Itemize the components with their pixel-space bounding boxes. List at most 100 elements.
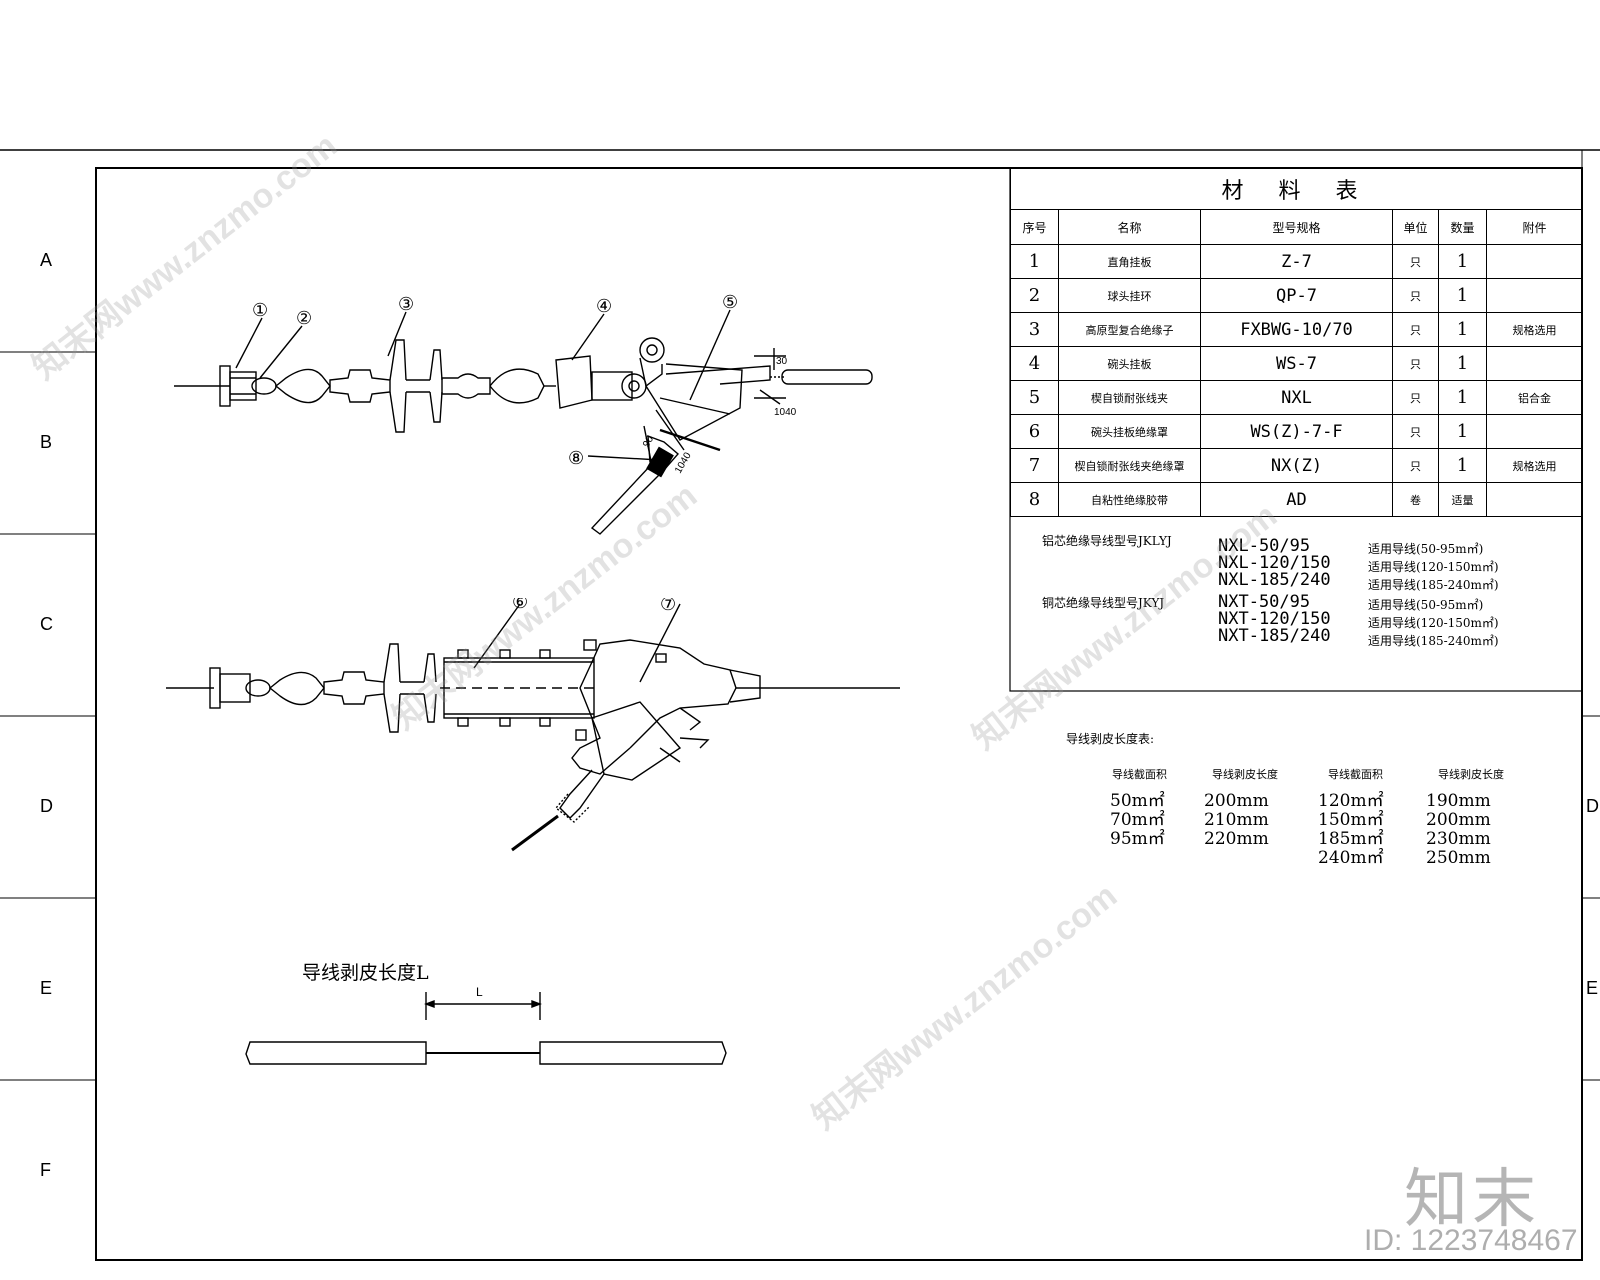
cell-no: 7 [1010,448,1059,483]
cu-ranges: 适用导线(50-95m㎡) 适用导线(120-150m㎡) 适用导线(185-2… [1368,596,1499,650]
callout-6: ⑥ [512,598,528,613]
cell-note: 规格选用 [1485,448,1584,483]
cell-name: 楔自锁耐张线夹绝缘罩 [1058,448,1201,483]
strip-cell: 200mm [1426,810,1491,830]
cell-no: 1 [1010,244,1059,279]
model-line: NXL-50/95 [1218,536,1311,556]
strip-cell: 210mm [1204,810,1269,830]
callout-7: ⑦ [660,598,676,615]
callout-2: ② [296,308,312,329]
strip-cell: 70m㎡ [1110,810,1165,830]
cell-unit: 只 [1392,278,1439,313]
model-line: NXT-50/95 [1218,592,1311,612]
strip-cell: 95m㎡ [1110,829,1165,849]
strip-detail-drawing: L [245,985,727,1065]
cell-model: NX(Z) [1200,448,1393,483]
cell-qty: 1 [1438,380,1487,415]
cell-note: 规格选用 [1485,312,1584,347]
al-conductor-label: 铝芯绝缘导线型号JKLYJ [1042,534,1172,548]
al-models: NXL-50/95 NXL-120/150 NXL-185/240 [1218,538,1331,589]
strip-cell: 250mm [1426,848,1491,868]
strip-header-3: 导线截面积 [1328,768,1383,781]
strip-col-area-2: 120m㎡ 150m㎡ 185m㎡ 240m㎡ [1318,792,1384,868]
cell-note [1485,244,1584,279]
strip-header-2: 导线剥皮长度 [1212,768,1278,781]
row-label-a: A [40,250,53,270]
cell-unit: 只 [1392,244,1439,279]
top-assembly-drawing: ① ② ③ ④ ⑤ ⑧ 30 1040 90 1040 [174,292,873,535]
table-row: 3 高原型复合绝缘子 FXBWG-10/70 只 1 规格选用 [1010,312,1584,347]
cell-no: 5 [1010,380,1059,415]
strip-cell: 230mm [1426,829,1491,849]
row-label-right-d: D [1586,796,1599,816]
table-row: 8 自粘性绝缘胶带 AD 卷 适量 [1010,482,1584,517]
material-table: 材 料 表 序号 名称 型号规格 单位 数量 附件 1 直角挂板 Z-7 只 1… [1009,168,1584,517]
header-qty: 数量 [1438,209,1487,245]
header-unit: 单位 [1392,209,1439,245]
cell-no: 3 [1010,312,1059,347]
dim-30: 30 [776,356,788,367]
cell-qty: 1 [1438,312,1487,347]
row-label-c: C [40,614,53,634]
strip-cell: 120m㎡ [1318,791,1384,811]
header-model: 型号规格 [1200,209,1393,245]
header-note: 附件 [1485,209,1584,245]
strip-cell: 150m㎡ [1318,810,1384,830]
model-line: NXL-185/240 [1218,570,1331,590]
cell-unit: 卷 [1392,482,1439,517]
part-7-clamp-cover [554,639,761,823]
callout-1: ① [252,300,268,321]
cell-name: 楔自锁耐张线夹 [1058,380,1201,415]
cell-qty: 1 [1438,244,1487,279]
header-name: 名称 [1058,209,1201,245]
range-line: 适用导线(120-150m㎡) [1368,616,1499,630]
cell-model: FXBWG-10/70 [1200,312,1393,347]
strip-table-title: 导线剥皮长度表: [1066,732,1155,746]
dim-1040: 1040 [774,407,797,418]
table-row: 4 碗头挂板 WS-7 只 1 [1010,346,1584,381]
table-row: 5 楔自锁耐张线夹 NXL 只 1 铝合金 [1010,380,1584,415]
cell-unit: 只 [1392,380,1439,415]
table-row: 6 碗头挂板绝缘罩 WS(Z)-7-F 只 1 [1010,414,1584,449]
strip-cell: 220mm [1204,829,1269,849]
strip-header-1: 导线截面积 [1112,768,1167,781]
cell-note: 铝合金 [1485,380,1584,415]
bottom-assembly-drawing: ⑥ ⑦ [166,598,900,852]
drop-conductor [511,814,559,852]
range-line: 适用导线(185-240m㎡) [1368,634,1499,648]
watermark-logo: 知末 [1404,1163,1540,1237]
conductor-right [781,369,873,385]
cell-model: NXL [1200,380,1393,415]
part-5-wedge-clamp [639,337,771,452]
cell-qty: 适量 [1438,482,1487,517]
row-label-d: D [40,796,53,816]
cell-model: QP-7 [1200,278,1393,313]
range-line: 适用导线(50-95m㎡) [1368,598,1484,612]
cell-unit: 只 [1392,414,1439,449]
callout-8: ⑧ [568,448,584,469]
cell-model: WS-7 [1200,346,1393,381]
watermark-id: ID: 1223748467 [1364,1224,1578,1257]
cell-name: 球头挂环 [1058,278,1201,313]
strip-dim-label: L [476,985,483,999]
row-label-b: B [40,432,53,452]
strip-col-length-1: 200mm 210mm 220mm [1204,792,1269,849]
cell-unit: 只 [1392,346,1439,381]
cell-name: 碗头挂板绝缘罩 [1058,414,1201,449]
cell-qty: 1 [1438,346,1487,381]
cell-qty: 1 [1438,278,1487,313]
cell-unit: 只 [1392,448,1439,483]
cell-model: Z-7 [1200,244,1393,279]
strip-cell: 200mm [1204,791,1269,811]
cell-no: 6 [1010,414,1059,449]
strip-col-area-1: 50m㎡ 70m㎡ 95m㎡ [1110,792,1165,849]
strip-cell: 190mm [1426,791,1491,811]
cu-models: NXT-50/95 NXT-120/150 NXT-185/240 [1218,594,1331,645]
al-ranges: 适用导线(50-95m㎡) 适用导线(120-150m㎡) 适用导线(185-2… [1368,540,1499,594]
callout-3: ③ [398,294,414,315]
cell-note [1485,278,1584,313]
strip-cell: 50m㎡ [1110,791,1165,811]
range-line: 适用导线(50-95m㎡) [1368,542,1484,556]
model-line: NXT-120/150 [1218,609,1331,629]
cell-note [1485,482,1584,517]
